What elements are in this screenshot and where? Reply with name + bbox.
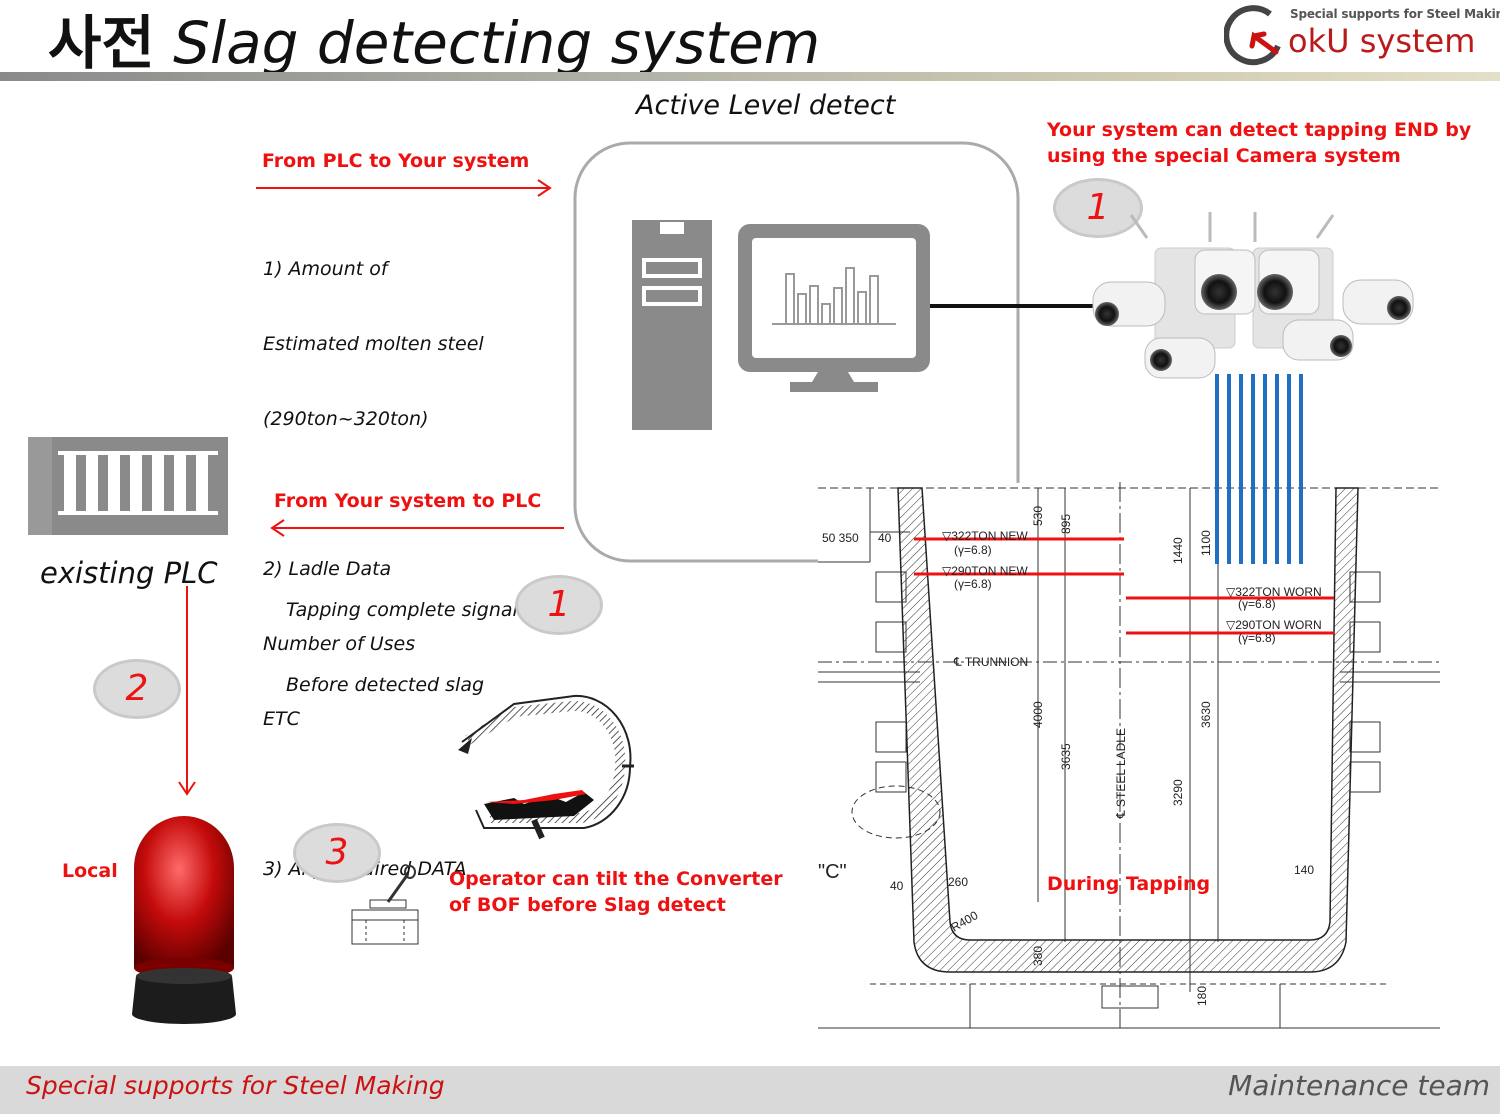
- dim-1440: 1440: [1171, 537, 1185, 564]
- local-label: Local: [62, 860, 118, 882]
- warning-light-icon: [132, 816, 236, 1024]
- title-korean: 사전: [48, 9, 155, 77]
- footer-left-text: Special supports for Steel Making: [26, 1071, 445, 1100]
- arrow-down-icon: [178, 586, 196, 796]
- converter-tilt-icon: [458, 694, 634, 840]
- server-tower-icon: [632, 220, 712, 430]
- step-badge-alarm: 2: [93, 659, 181, 719]
- steel-ladle-label: ℄ STEEL LADLE: [1114, 728, 1128, 819]
- title-underline-bar: [0, 72, 1500, 81]
- dim-180: 180: [1195, 986, 1209, 1006]
- level-322-new: ▽322TON NEW: [942, 529, 1028, 543]
- gamma-label: (γ=6.8): [954, 577, 992, 591]
- gamma-label: (γ=6.8): [954, 543, 992, 557]
- dim-40b: 40: [890, 879, 904, 893]
- arrow-left-icon: [270, 519, 564, 537]
- camera-note-line1: Your system can detect tapping END by: [1047, 119, 1472, 141]
- dim-1100: 1100: [1199, 530, 1213, 556]
- c-detail-mark: "C": [818, 861, 847, 883]
- joystick-icon: [351, 865, 419, 945]
- step-badge-operator: 3: [293, 823, 381, 883]
- arrow-right-icon: [256, 179, 552, 197]
- camera-cable: [930, 304, 1098, 308]
- operator-note-line1: Operator can tilt the Converter: [449, 868, 783, 890]
- camera-note: Your system can detect tapping END by us…: [1047, 117, 1471, 169]
- system-box-outline: [573, 141, 1020, 563]
- level-290-new: ▽290TON NEW: [942, 564, 1028, 578]
- signal-text: Tapping complete signal Before detected …: [286, 548, 518, 723]
- plc-data-line: (290ton~320ton): [263, 408, 429, 430]
- level-290-worn: ▽290TON WORN: [1226, 618, 1322, 632]
- dim-895: 895: [1059, 514, 1073, 534]
- dim-3635: 3635: [1059, 743, 1073, 770]
- dim-50-350: 50 350: [822, 531, 859, 545]
- step-badge-signal: 1: [515, 575, 603, 635]
- dim-40a: 40: [878, 531, 892, 545]
- page-title: 사전 Slag detecting system: [48, 8, 820, 78]
- plc-data-line: 1) Amount of: [263, 258, 388, 280]
- during-tapping-label: During Tapping: [1047, 873, 1211, 895]
- oku-logo-icon: [1224, 5, 1281, 66]
- plc-to-system-heading: From PLC to Your system: [262, 150, 530, 172]
- camera-cluster-icon: [1092, 212, 1414, 379]
- dim-3630: 3630: [1199, 701, 1213, 728]
- signal-line2: Before detected slag: [286, 674, 485, 696]
- plc-rack-icon: [28, 437, 228, 535]
- footer-right-text: Maintenance team: [1228, 1069, 1490, 1102]
- gamma-label: (γ=6.8): [1238, 597, 1276, 611]
- plc-data-line: ETC: [263, 708, 300, 730]
- plc-data-line: 2) Ladle Data: [263, 558, 392, 580]
- existing-plc-label: existing PLC: [40, 556, 218, 590]
- footer-bar: [0, 1066, 1500, 1114]
- signal-line1: Tapping complete signal: [286, 599, 518, 621]
- operator-note: Operator can tilt the Converter of BOF b…: [449, 866, 783, 918]
- ladle-drawing: ▽322TON NEW (γ=6.8) ▽290TON NEW (γ=6.8) …: [818, 482, 1440, 1029]
- dim-380: 380: [1031, 946, 1045, 966]
- dim-4000: 4000: [1031, 701, 1045, 728]
- logo-name: okU system: [1288, 22, 1476, 60]
- plc-data-line: Estimated molten steel: [263, 333, 484, 355]
- dim-3290: 3290: [1171, 779, 1185, 806]
- level-322-worn: ▽322TON WORN: [1226, 585, 1322, 599]
- dim-530: 530: [1031, 506, 1045, 526]
- monitor-chart-icon: [738, 224, 930, 392]
- trunnion-label: ℄ TRUNNION: [953, 655, 1028, 669]
- gamma-label: (γ=6.8): [1238, 631, 1276, 645]
- system-to-plc-heading: From Your system to PLC: [274, 490, 542, 512]
- plc-data-line: Number of Uses: [263, 633, 416, 655]
- operator-note-line2: of BOF before Slag detect: [449, 894, 726, 916]
- title-english: Slag detecting system: [173, 9, 821, 77]
- step-badge-camera: 1: [1053, 178, 1143, 238]
- plc-data-line: [263, 782, 484, 807]
- camera-note-line2: using the special Camera system: [1047, 145, 1401, 167]
- dim-140: 140: [1294, 863, 1314, 877]
- camera-beams: [1215, 374, 1303, 564]
- dim-r400: R400: [949, 908, 981, 935]
- logo-tagline: Special supports for Steel Making: [1290, 7, 1500, 21]
- dim-260: 260: [948, 875, 968, 889]
- active-level-label: Active Level detect: [636, 90, 896, 121]
